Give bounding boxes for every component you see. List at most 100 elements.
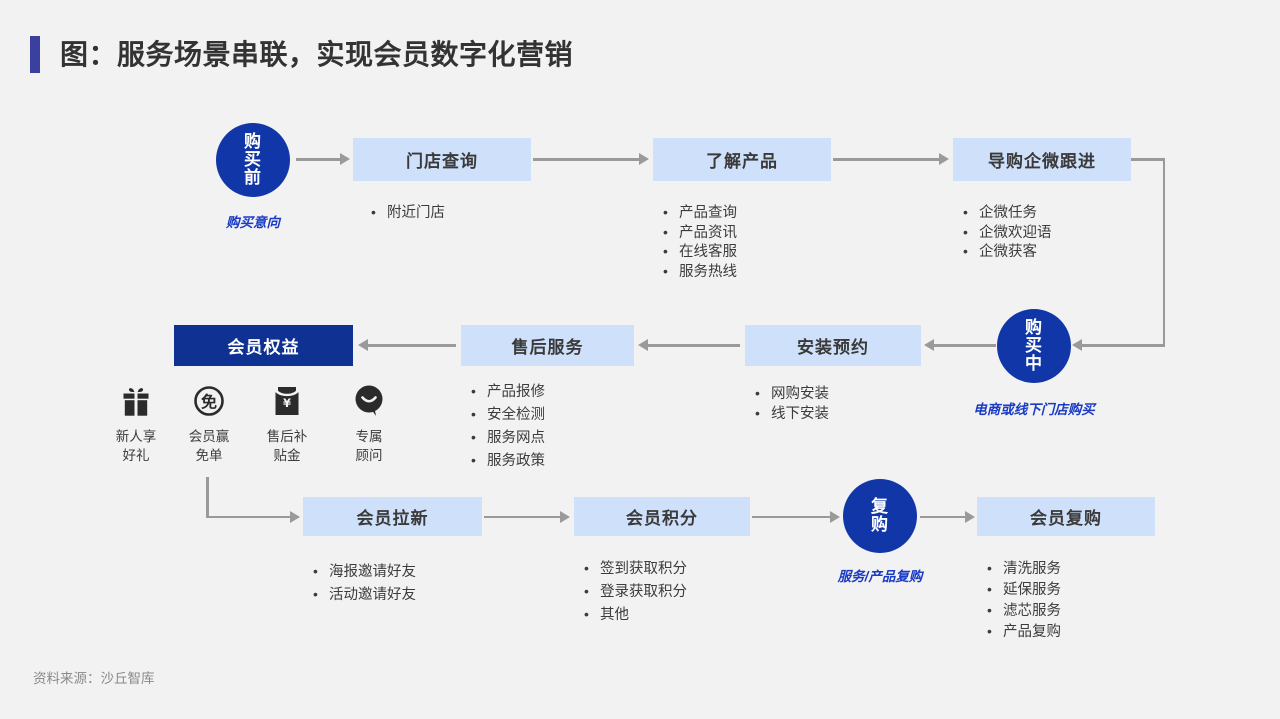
connector-guide-wecom-elbow-down [1162, 158, 1165, 346]
bullets-member-referral: 海报邀请好友 活动邀请好友 [312, 560, 416, 607]
stage-line-1: 复 [871, 497, 889, 517]
list-item: 服务热线 [662, 262, 737, 283]
list-item: 产品查询 [662, 203, 737, 224]
node-guide-wecom[interactable]: 导购企微跟进 [953, 138, 1131, 181]
node-install-booking-title: 安装预约 [797, 338, 869, 357]
connector-store-query-to-know-product [533, 158, 639, 161]
stage-line-2: 买 [1025, 336, 1043, 356]
arrowhead-store-query [340, 153, 350, 165]
bullets-member-repurchase: 清洗服务 延保服务 滤芯服务 产品复购 [986, 558, 1061, 643]
stage-line-1: 购 [244, 132, 262, 152]
list-item: 企微任务 [962, 203, 1052, 224]
stage-caption-in-purchase: 电商或线下门店购买 [973, 402, 1095, 417]
node-member-benefits[interactable]: 会员权益 [174, 325, 353, 366]
arrowhead-member-points [560, 511, 570, 523]
node-know-product[interactable]: 了解产品 [653, 138, 831, 181]
connector-install-booking-to-after-sales [648, 344, 740, 347]
node-store-query-title: 门店查询 [406, 152, 478, 171]
stage-line-3: 前 [244, 167, 262, 187]
arrowhead-member-repurchase [965, 511, 975, 523]
smile-bubble-icon [336, 381, 402, 421]
list-item: 线下安装 [754, 404, 829, 425]
node-member-repurchase[interactable]: 会员复购 [977, 497, 1155, 536]
red-envelope-icon: ¥ [254, 381, 320, 421]
connector-benefits-elbow-right [206, 515, 290, 518]
list-item: 其他 [583, 603, 687, 627]
stage-circle-pre-purchase: 购 买 前 [216, 123, 290, 197]
node-member-repurchase-title: 会员复购 [1030, 509, 1102, 528]
list-item: 登录获取积分 [583, 580, 687, 604]
list-item: 在线客服 [662, 242, 737, 263]
connector-guide-wecom-elbow-bottom [1082, 344, 1165, 347]
node-after-sales[interactable]: 售后服务 [461, 325, 634, 366]
benefit-item-1: 免 会员赢 免单 [176, 381, 242, 465]
stage-line-1: 购 [1025, 318, 1043, 338]
list-item: 延保服务 [986, 579, 1061, 601]
list-item: 企微获客 [962, 242, 1052, 263]
node-member-points[interactable]: 会员积分 [574, 497, 750, 536]
free-order-icon: 免 [176, 381, 242, 421]
connector-in-purchase-to-install-booking [934, 344, 996, 347]
node-member-benefits-title: 会员权益 [227, 338, 300, 357]
arrowhead-after-sales [638, 339, 648, 351]
node-member-points-title: 会员积分 [626, 509, 698, 528]
gift-icon [103, 381, 169, 421]
bullets-know-product: 产品查询 产品资讯 在线客服 服务热线 [662, 203, 737, 283]
stage-line-2: 买 [244, 150, 262, 170]
benefit-label: 新人享 好礼 [115, 429, 157, 463]
connector-member-referral-to-points [484, 515, 560, 518]
list-item: 活动邀请好友 [312, 583, 416, 607]
list-item: 滤芯服务 [986, 600, 1061, 622]
stage-caption-repurchase: 服务/产品复购 [837, 569, 923, 584]
node-after-sales-title: 售后服务 [511, 338, 584, 357]
list-item: 签到获取积分 [583, 557, 687, 581]
list-item: 海报邀请好友 [312, 560, 416, 584]
connector-benefits-elbow-down [206, 477, 209, 518]
list-item: 附近门店 [370, 203, 445, 224]
node-member-referral-title: 会员拉新 [356, 509, 429, 528]
connector-member-points-to-repurchase [752, 515, 830, 518]
connector-pre-purchase-to-store-query [296, 158, 340, 161]
arrowhead-member-referral [290, 511, 300, 523]
arrowhead-install-booking [924, 339, 934, 351]
bullets-after-sales: 产品报修 安全检测 服务网点 服务政策 [470, 380, 545, 473]
arrowhead-repurchase [830, 511, 840, 523]
list-item: 产品报修 [470, 380, 545, 404]
list-item: 企微欢迎语 [962, 223, 1052, 244]
benefit-label: 专属 顾问 [355, 429, 383, 463]
bullets-guide-wecom: 企微任务 企微欢迎语 企微获客 [962, 203, 1052, 263]
arrowhead-guide-wecom [939, 153, 949, 165]
node-know-product-title: 了解产品 [706, 152, 778, 171]
benefit-label: 售后补 贴金 [266, 429, 308, 463]
list-item: 网购安装 [754, 384, 829, 405]
connector-guide-wecom-elbow-top [1131, 158, 1165, 161]
node-member-referral[interactable]: 会员拉新 [303, 497, 482, 536]
list-item: 清洗服务 [986, 558, 1061, 580]
connector-after-sales-to-member-benefits [368, 344, 456, 347]
list-item: 产品资讯 [662, 223, 737, 244]
stage-line-3: 中 [1025, 353, 1043, 373]
node-store-query[interactable]: 门店查询 [353, 138, 531, 181]
benefit-label: 会员赢 免单 [188, 429, 230, 463]
bullets-install-booking: 网购安装 线下安装 [754, 384, 829, 425]
arrowhead-know-product [639, 153, 649, 165]
stage-circle-in-purchase: 购 买 中 [997, 309, 1071, 383]
list-item: 服务网点 [470, 426, 545, 450]
connector-repurchase-to-member-repurchase [920, 515, 965, 518]
svg-text:¥: ¥ [283, 396, 291, 410]
stage-line-2: 购 [871, 515, 889, 534]
list-item: 服务政策 [470, 449, 545, 473]
bullets-store-query: 附近门店 [370, 203, 445, 224]
stage-caption-pre-purchase: 购买意向 [226, 215, 280, 230]
list-item: 产品复购 [986, 621, 1061, 643]
svg-text:免: 免 [201, 393, 217, 412]
bullets-member-points: 签到获取积分 登录获取积分 其他 [583, 557, 687, 627]
page-title: 图：服务场景串联，实现会员数字化营销 [60, 39, 574, 70]
arrowhead-member-benefits [358, 339, 368, 351]
benefit-item-2: ¥ 售后补 贴金 [254, 381, 320, 465]
benefit-item-3: 专属 顾问 [336, 381, 402, 465]
node-install-booking[interactable]: 安装预约 [745, 325, 921, 366]
stage-circle-repurchase: 复 购 [843, 479, 917, 553]
source-note: 资料来源：沙丘智库 [33, 671, 155, 686]
